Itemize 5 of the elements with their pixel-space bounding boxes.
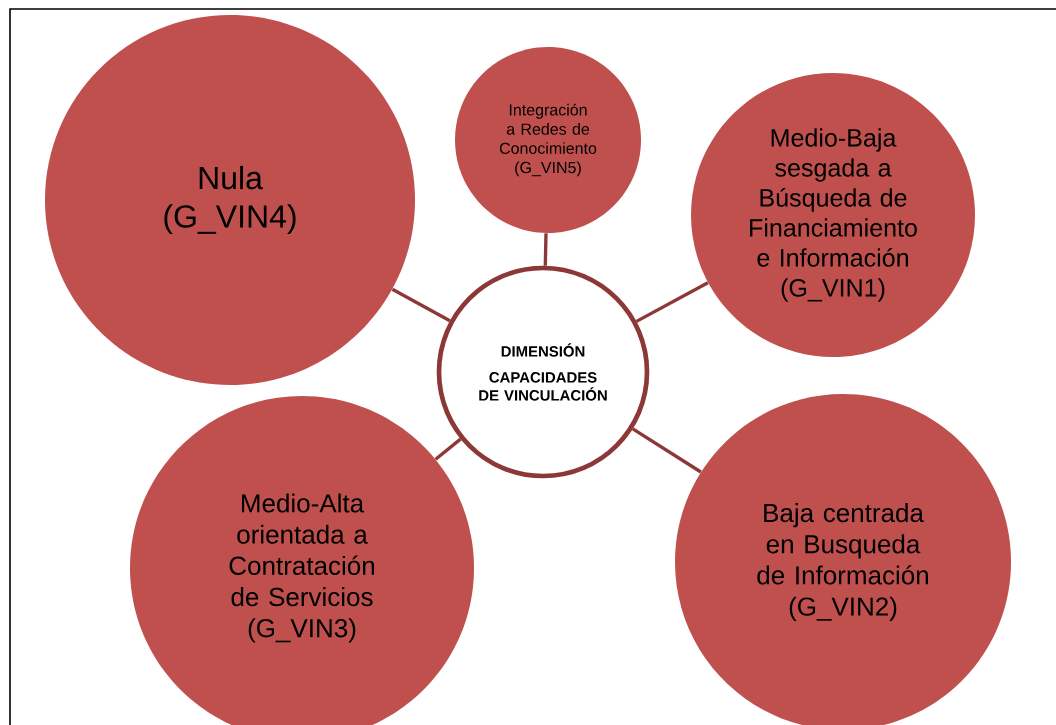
connector-line xyxy=(631,427,702,474)
connector-line xyxy=(391,287,451,323)
connector-line xyxy=(635,281,709,323)
connector-line xyxy=(543,233,548,266)
connector-line xyxy=(434,437,462,461)
